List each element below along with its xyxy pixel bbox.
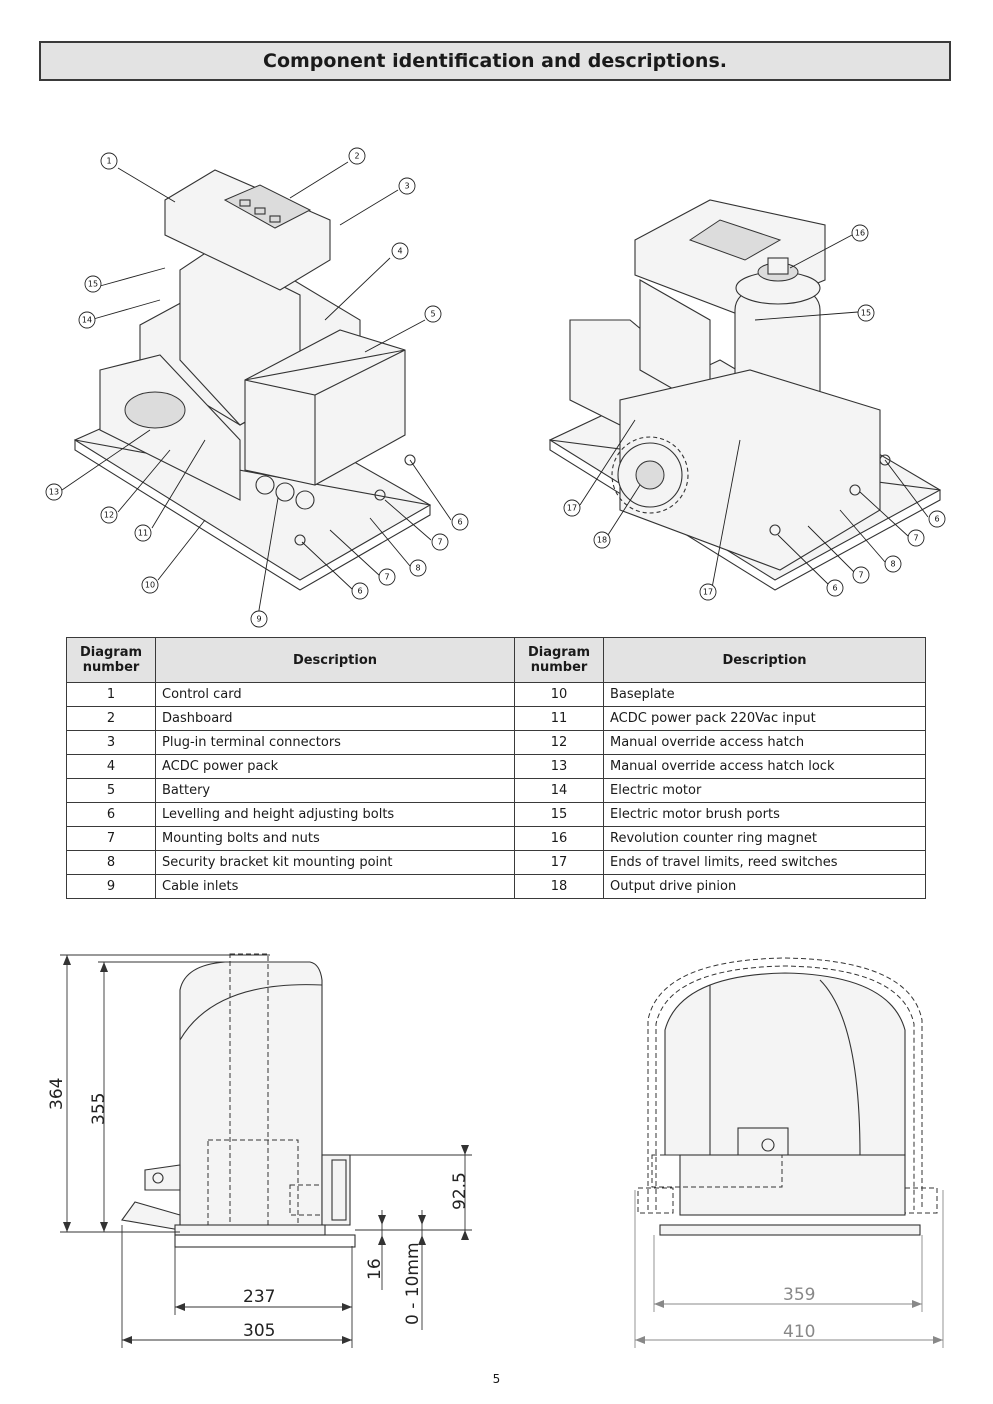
callout-3: 3 <box>398 177 416 195</box>
callouts-right-figure: 16 15 17 18 17 6 7 8 7 6 <box>563 224 946 601</box>
svg-text:6: 6 <box>934 515 939 524</box>
callout-16: 16 <box>851 224 869 242</box>
svg-text:7: 7 <box>858 571 863 580</box>
svg-text:10: 10 <box>145 581 155 590</box>
callout-7b: 7 <box>378 568 396 586</box>
side-dimension-drawing: 364 355 92.5 16 0 - 10mm 237 305 <box>47 953 472 1348</box>
callout-8: 8 <box>409 559 427 577</box>
callout-4: 4 <box>391 242 409 260</box>
callout-7a: 7 <box>431 533 449 551</box>
callout-12: 12 <box>100 506 118 524</box>
callout-17b: 17 <box>699 583 717 601</box>
callouts-left-figure: 1 2 3 4 5 15 14 13 12 11 10 6 7 8 7 6 9 <box>45 147 469 628</box>
callout-6a: 6 <box>928 510 946 528</box>
dim-305: 305 <box>243 1321 275 1341</box>
svg-text:11: 11 <box>138 529 148 538</box>
callout-6b: 6 <box>351 582 369 600</box>
isometric-view-rear <box>548 199 942 591</box>
component-table: Diagram number Description Diagram numbe… <box>66 637 926 899</box>
svg-text:12: 12 <box>104 511 114 520</box>
dim-359: 359 <box>783 1285 815 1305</box>
svg-text:1: 1 <box>106 157 111 166</box>
svg-text:6: 6 <box>832 584 837 593</box>
callout-1: 1 <box>100 152 118 170</box>
callout-6a: 6 <box>451 513 469 531</box>
svg-text:6: 6 <box>457 518 462 527</box>
callout-14: 14 <box>78 311 96 329</box>
callout-11: 11 <box>134 524 152 542</box>
svg-text:4: 4 <box>397 247 402 256</box>
header-description-1: Description <box>155 637 515 683</box>
dim-16: 16 <box>365 1258 385 1280</box>
callout-18: 18 <box>593 531 611 549</box>
dim-410: 410 <box>783 1322 815 1342</box>
callout-2: 2 <box>348 147 366 165</box>
svg-text:14: 14 <box>82 316 92 325</box>
svg-text:2: 2 <box>354 152 359 161</box>
dim-355: 355 <box>89 1093 109 1125</box>
svg-text:15: 15 <box>88 280 98 289</box>
callout-6b: 6 <box>826 579 844 597</box>
page-number: 5 <box>492 1372 501 1386</box>
isometric-view-front <box>61 161 452 617</box>
svg-text:8: 8 <box>415 564 420 573</box>
svg-text:13: 13 <box>49 488 59 497</box>
svg-text:16: 16 <box>855 229 865 238</box>
callout-15: 15 <box>857 304 875 322</box>
svg-text:15: 15 <box>861 309 871 318</box>
header-diagram-number-1: Diagram number <box>66 637 156 683</box>
dim-0-10mm: 0 - 10mm <box>403 1242 423 1325</box>
callout-9: 9 <box>250 610 268 628</box>
dim-237: 237 <box>243 1287 275 1307</box>
svg-text:8: 8 <box>890 560 895 569</box>
front-dimension-drawing: 359 410 <box>634 957 944 1348</box>
svg-text:17: 17 <box>567 504 577 513</box>
header-description-2: Description <box>603 637 926 683</box>
callout-13: 13 <box>45 483 63 501</box>
table-header-row: Diagram number Description Diagram numbe… <box>66 637 926 683</box>
svg-text:18: 18 <box>597 536 607 545</box>
callout-7b: 7 <box>852 566 870 584</box>
svg-text:7: 7 <box>437 538 442 547</box>
page-title: Component identification and description… <box>39 41 951 81</box>
header-diagram-number-2: Diagram number <box>514 637 604 683</box>
callout-5: 5 <box>424 305 442 323</box>
callout-10: 10 <box>141 576 159 594</box>
svg-text:5: 5 <box>430 310 435 319</box>
svg-text:6: 6 <box>357 587 362 596</box>
svg-text:17: 17 <box>703 588 713 597</box>
dim-92-5: 92.5 <box>450 1172 470 1210</box>
callout-8: 8 <box>884 555 902 573</box>
svg-text:7: 7 <box>384 573 389 582</box>
svg-text:3: 3 <box>404 182 409 191</box>
svg-text:9: 9 <box>256 615 261 624</box>
dim-364: 364 <box>47 1078 67 1110</box>
callout-7a: 7 <box>907 529 925 547</box>
callout-17a: 17 <box>563 499 581 517</box>
callout-15: 15 <box>84 275 102 293</box>
svg-text:7: 7 <box>913 534 918 543</box>
